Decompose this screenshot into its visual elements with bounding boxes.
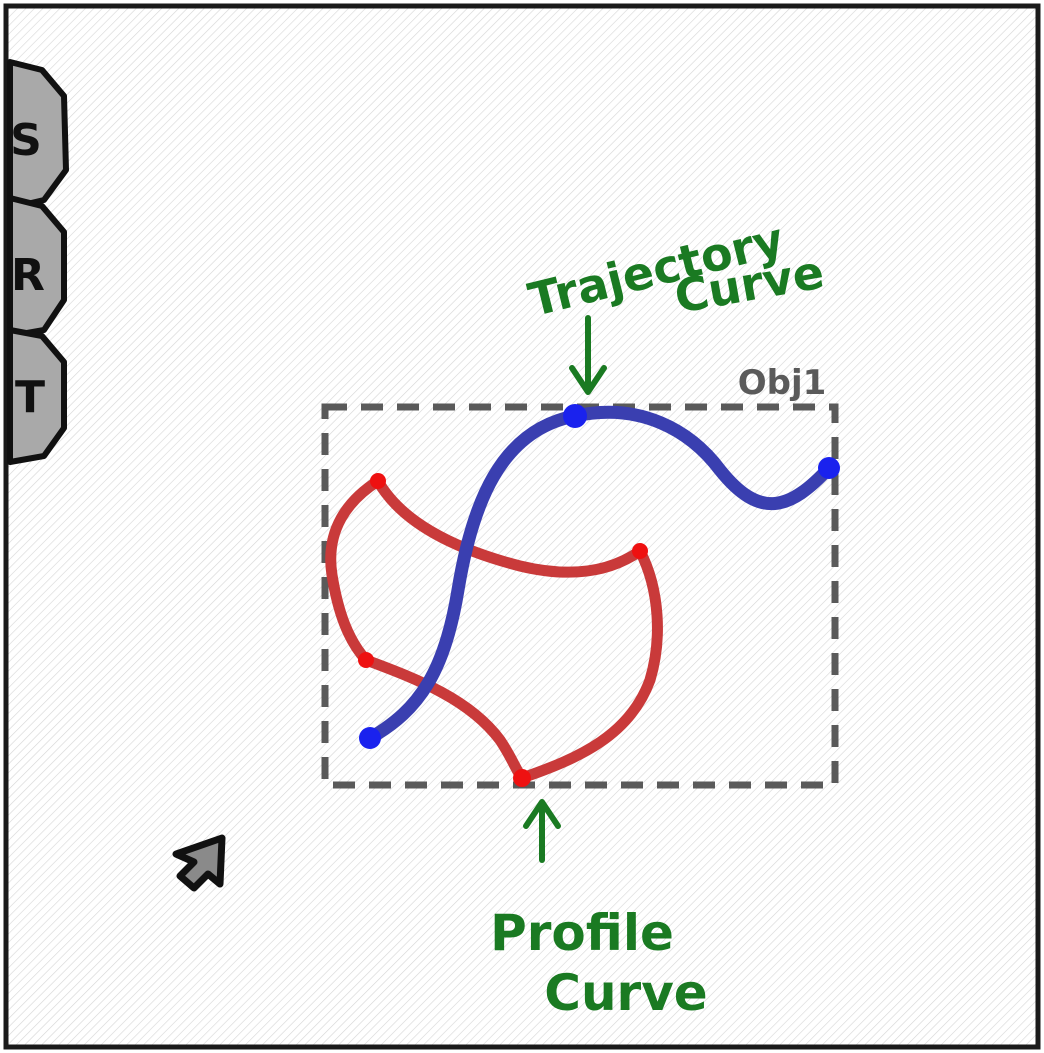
tool-label-rotate: R — [11, 250, 45, 301]
trajectory-control-point[interactable] — [359, 727, 381, 749]
profile-control-point[interactable] — [632, 543, 648, 559]
canvas-background — [3, 3, 1041, 1050]
trajectory-control-point[interactable] — [563, 404, 587, 428]
profile-control-point[interactable] — [358, 652, 374, 668]
arrow-down-icon — [569, 365, 607, 395]
trajectory-curve[interactable] — [359, 404, 840, 749]
profile-annotation-line1: Profile — [490, 904, 674, 962]
profile-annotation: Profile Curve — [490, 799, 708, 1022]
profile-annotation-line2: Curve — [544, 964, 707, 1022]
arrow-cursor-icon[interactable] — [172, 834, 226, 892]
profile-control-point[interactable] — [370, 473, 386, 489]
tool-label-translate: T — [15, 372, 45, 423]
tool-tab-rotate[interactable]: R — [7, 195, 67, 339]
tool-label-scale: S — [10, 115, 42, 166]
trajectory-control-point[interactable] — [818, 457, 840, 479]
profile-curve[interactable] — [325, 473, 663, 787]
tool-tab-translate[interactable]: T — [7, 327, 67, 465]
tool-tab-scale[interactable]: S — [7, 59, 69, 211]
profile-control-point[interactable] — [513, 769, 531, 787]
object-name-label: Obj1 — [738, 363, 827, 403]
arrow-up-icon — [523, 799, 561, 829]
